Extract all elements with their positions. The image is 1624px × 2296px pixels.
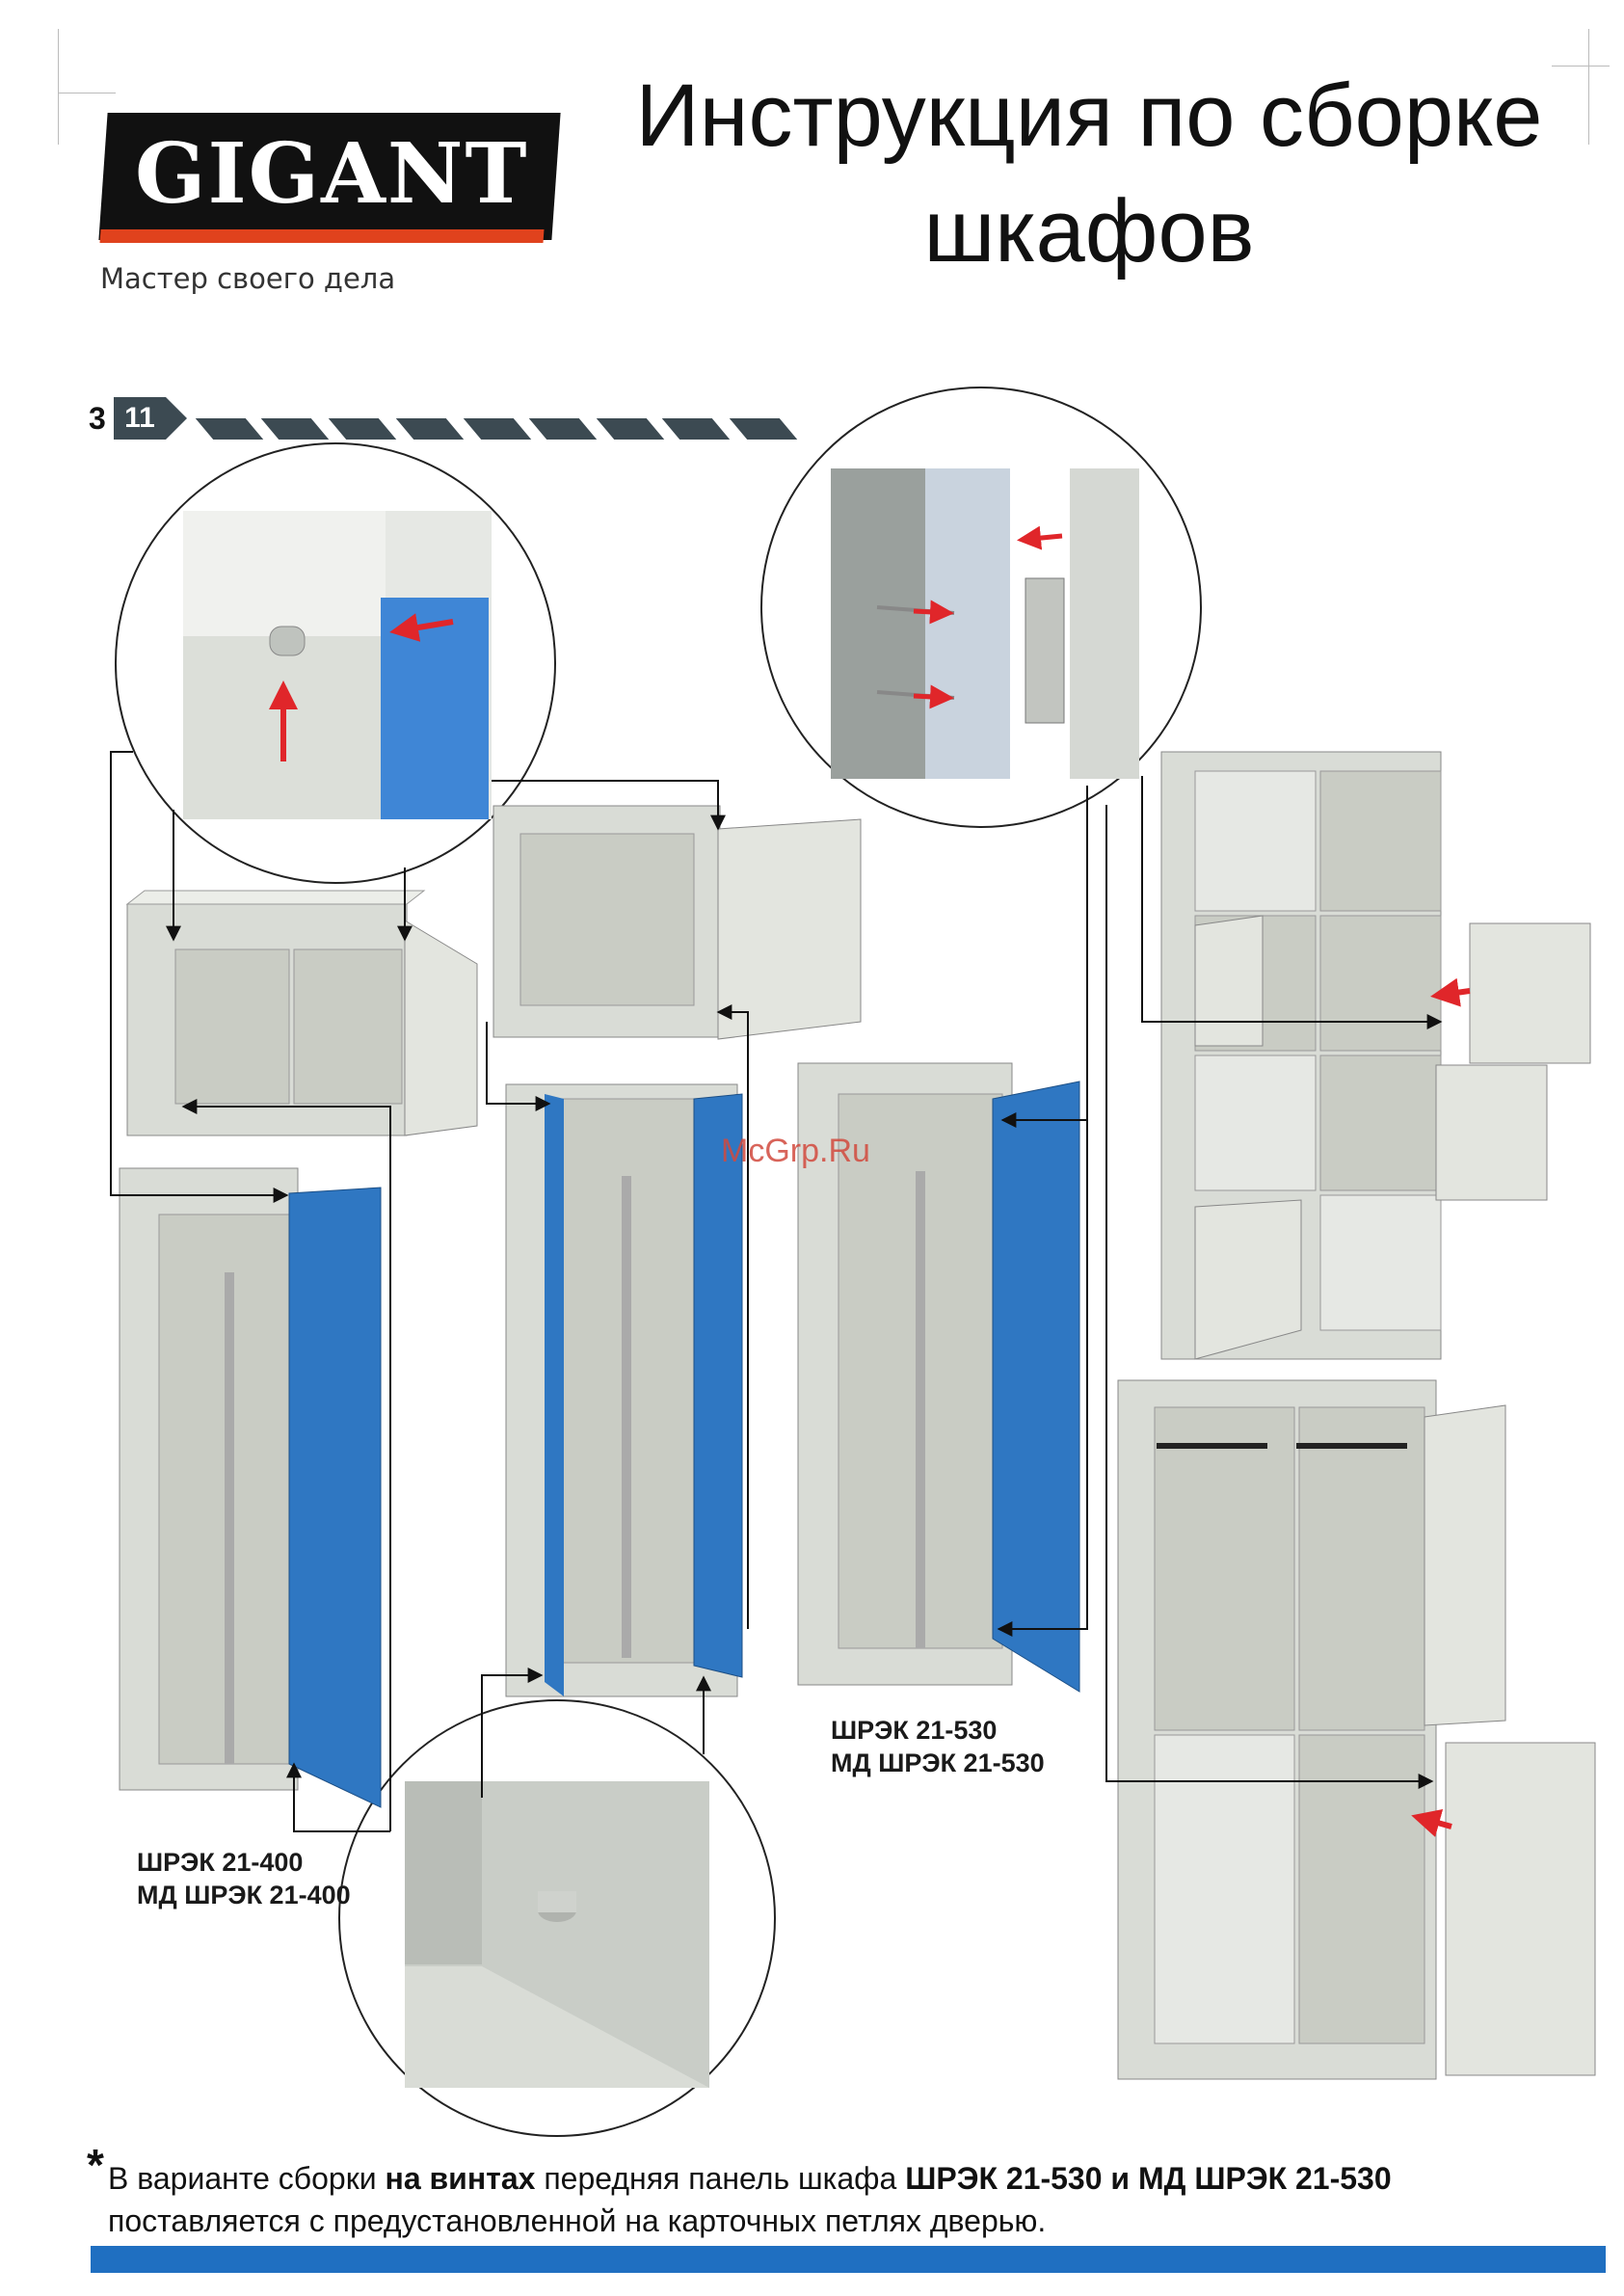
caption-line: ШРЭК 21-400 xyxy=(137,1846,351,1879)
caption-model-400: ШРЭК 21-400 МД ШРЭК 21-400 xyxy=(137,1846,351,1911)
caption-line: МД ШРЭК 21-530 xyxy=(831,1747,1045,1779)
locker-eight-section xyxy=(1161,752,1590,1359)
note-line-1: В варианте сборки на винтах передняя пан… xyxy=(108,2157,1392,2200)
locker-four-section xyxy=(1118,1380,1595,2079)
detail-circle-floor-pin xyxy=(339,1700,775,2136)
note-asterisk: * xyxy=(87,2144,104,2186)
note-text: В варианте сборки xyxy=(108,2161,385,2196)
cabinet-small-two-section xyxy=(127,891,477,1135)
detail-circle-hinge-screws xyxy=(761,387,1201,827)
watermark: McGrp.Ru xyxy=(721,1133,870,1170)
caption-line: ШРЭК 21-530 xyxy=(831,1714,1045,1747)
detail-circle-hinge-pin xyxy=(116,443,555,883)
cabinet-single-box xyxy=(493,806,861,1039)
cabinet-400-tall xyxy=(120,1168,381,1807)
footer-bar xyxy=(91,2246,1606,2273)
caption-line: МД ШРЭК 21-400 xyxy=(137,1879,351,1911)
note-text: передняя панель шкафа xyxy=(535,2161,905,2196)
note-line-2: поставляется с предустановленной на карт… xyxy=(108,2200,1392,2242)
assembly-note: * В варианте сборки на винтах передняя п… xyxy=(108,2157,1392,2242)
cabinet-530-blue-double xyxy=(506,1084,742,1696)
note-bold: ШРЭК 21-530 и МД ШРЭК 21-530 xyxy=(905,2161,1391,2196)
caption-model-530: ШРЭК 21-530 МД ШРЭК 21-530 xyxy=(831,1714,1045,1779)
note-bold: на винтах xyxy=(385,2161,535,2196)
